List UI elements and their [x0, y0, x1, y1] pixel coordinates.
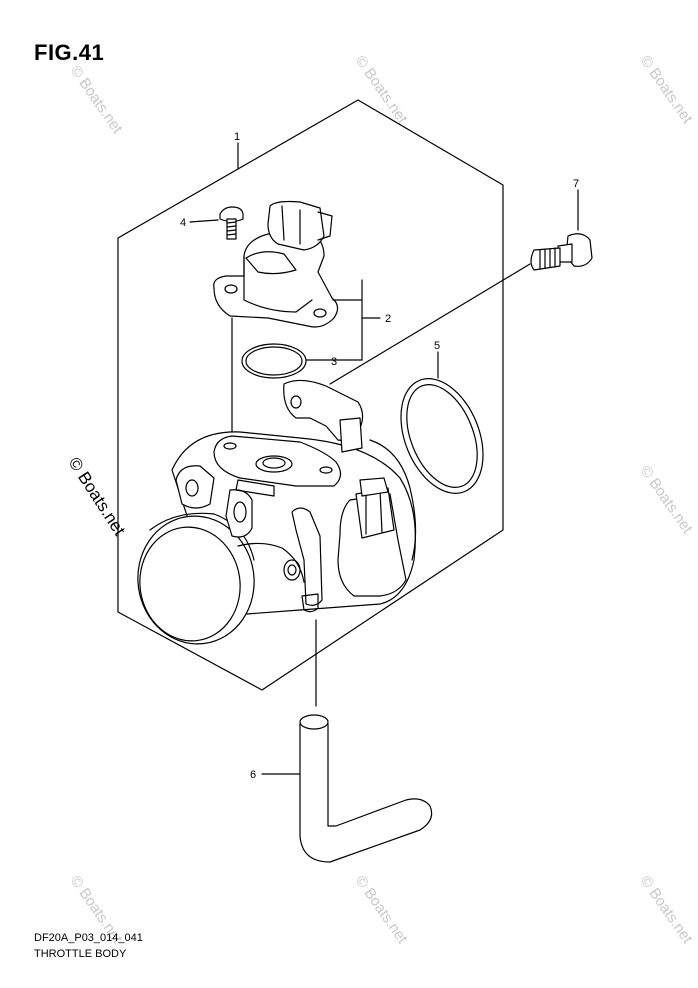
throttle-body — [137, 379, 417, 645]
watermark: © Boats.net — [637, 873, 696, 948]
figure-title: FIG.41 — [34, 40, 105, 65]
watermark: © Boats.net — [637, 463, 696, 538]
guide-line-bolt — [329, 263, 531, 385]
hose-6 — [299, 714, 433, 863]
assembly-outline — [117, 99, 504, 691]
throttle-position-sensor — [213, 200, 339, 328]
callout-6: 6 — [250, 769, 256, 781]
watermark: © Boats.net — [67, 63, 126, 138]
callout-4: 4 — [180, 217, 186, 229]
o-ring-3 — [241, 343, 307, 379]
bolt-4 — [219, 206, 244, 240]
watermark: © Boats.net — [352, 53, 411, 128]
bolt-7 — [530, 233, 593, 271]
callout-2: 2 — [385, 313, 391, 325]
diagram-code: DF20A_P03_014_041 — [34, 932, 143, 944]
watermark-dark: © Boats.net — [65, 454, 130, 539]
gasket-5 — [400, 378, 484, 494]
diagram-name: THROTTLE BODY — [34, 948, 127, 960]
watermark: © Boats.net — [352, 873, 411, 948]
callout-line-4 — [189, 219, 219, 223]
callout-5: 5 — [434, 340, 440, 352]
watermark: © Boats.net — [637, 53, 696, 128]
callout-3: 3 — [331, 356, 337, 368]
callout-7: 7 — [573, 178, 579, 190]
callout-1: 1 — [234, 131, 240, 143]
